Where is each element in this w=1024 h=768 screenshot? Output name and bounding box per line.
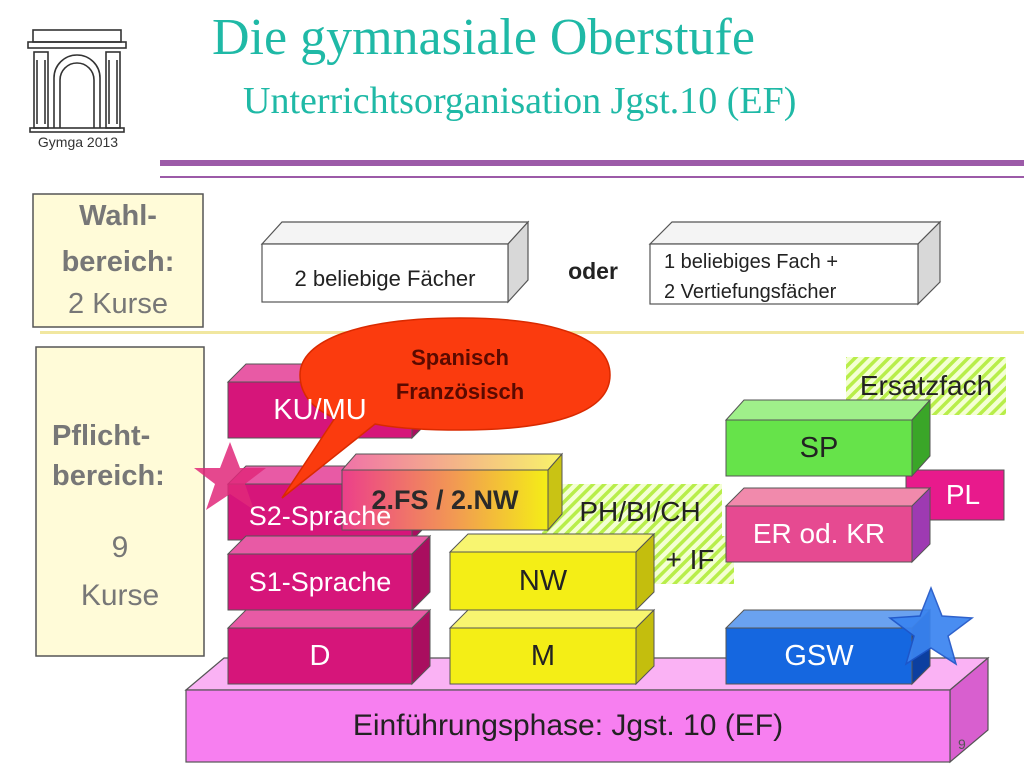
wahl-label-line2: bereich: [61,245,175,278]
ph-bi-ch-label: PH/BI/CH [579,496,701,527]
block-s1-sprache [226,534,432,612]
s2-sprache-label: S2-Sprache [248,500,392,531]
option2-line2: 2 Vertiefungsfächer [664,281,837,303]
if-label: + IF [665,544,715,575]
star-icon-blue [887,585,975,666]
block-nw [448,532,656,612]
block-sp [724,398,932,478]
gsw-label: GSW [784,639,854,672]
option1-label: 2 beliebige Fächer [294,266,476,291]
wahl-label-line3: 2 Kurse [68,287,168,320]
or-label: oder [568,257,618,284]
block-d [226,608,432,686]
pl-label: PL [945,479,981,510]
callout-line2: Französisch [395,379,525,404]
header-rule [160,160,1024,166]
sp-label: SP [799,431,839,464]
pflichtbereich-box [35,346,205,657]
header-rule-thin [160,176,1024,178]
fs-nw-label: 2.FS / 2.NW [371,484,519,515]
callout-bubble [281,317,611,499]
er-kr-label: ER od. KR [752,518,886,549]
logo-icon [27,29,127,133]
m-label: M [530,639,556,672]
ersatzfach-label: Ersatzfach [859,370,993,401]
block-er-kr [724,486,932,564]
d-label: D [309,639,331,672]
pflicht-unit: Kurse [80,579,160,612]
option2-box [648,220,942,306]
wahl-label-line1: Wahl- [79,199,157,232]
page-title: Die gymnasiale Oberstufe [212,9,755,66]
block-m [448,608,656,686]
callout-line1: Spanisch [411,345,509,370]
ku-mu-label: KU/MU [273,393,367,426]
page-number: 9 [958,736,966,752]
nw-label: NW [518,564,568,597]
pflicht-count: 9 [111,531,129,564]
wahlbereich-box [32,193,204,328]
page-subtitle: Unterrichtsorganisation Jgst.10 (EF) [243,80,797,122]
option2-line1: 1 beliebiges Fach + [664,251,839,273]
star-icon-magenta [194,442,266,510]
base-label: Einführungsphase: Jgst. 10 (EF) [352,709,784,742]
s1-sprache-label: S1-Sprache [248,566,392,597]
logo-caption: Gymga 2013 [37,134,119,150]
pflicht-label-line1: Pflicht- [52,420,151,452]
block-2fs-2nw [340,452,564,532]
option1-box [260,220,530,304]
pflicht-label-line2: bereich: [52,460,165,492]
